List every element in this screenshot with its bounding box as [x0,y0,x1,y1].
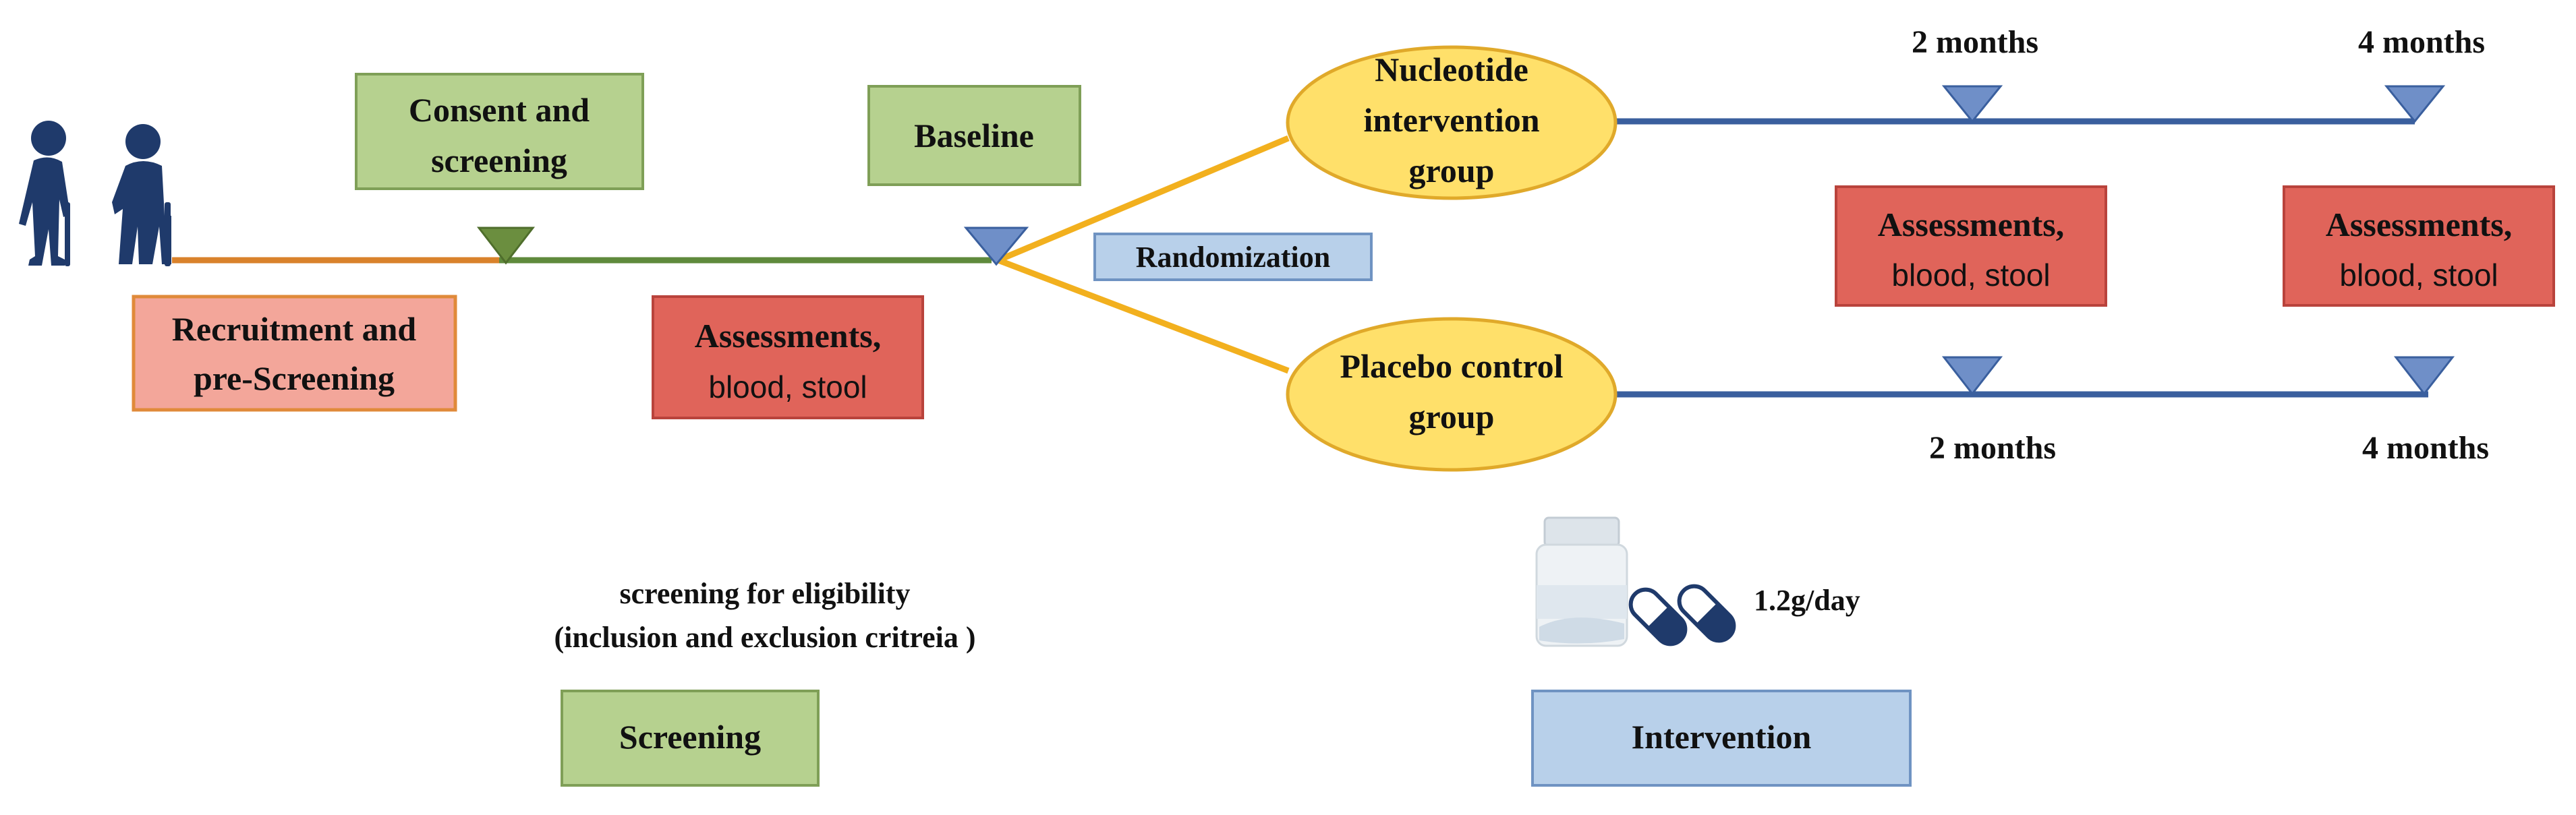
dose-label: 1.2g/day [1754,584,1860,617]
placebo-line1: Placebo control [1340,347,1564,385]
branch-to-nucleotide [997,135,1290,264]
intervention-phase-box: Intervention [1531,690,1912,787]
assessments-baseline-box: Assessments, blood, stool [652,295,924,419]
assessments-4m-line2: blood, stool [2339,258,2498,293]
baseline-box: Baseline [867,85,1081,186]
recruitment-line2: pre-Screening [194,359,395,397]
nucleotide-line3: group [1409,152,1495,189]
consent-line1: Consent and [409,91,590,129]
placebo-4m-marker [2393,356,2455,396]
randomization-label: Randomization [1136,241,1330,274]
consent-box: Consent and screening [355,73,644,190]
screening-phase-label: Screening [619,718,761,756]
baseline-marker [963,227,1029,266]
placebo-group-ellipse: Placebo control group [1286,317,1618,472]
assessments-2m-line2: blood, stool [1891,258,2050,293]
assessments-4m-box: Assessments, blood, stool [2283,185,2555,307]
supplement-bottle-icon [1535,516,1628,647]
branch-to-placebo [997,257,1290,374]
placebo-2m-label: 2 months [1929,430,2056,466]
randomization-box: Randomization [1093,233,1373,281]
nucleotide-line2: intervention [1363,101,1539,139]
assessments-2m-line1: Assessments, [1878,206,2064,243]
placebo-2m-marker [1941,356,2003,396]
nucleotide-2m-label: 2 months [1912,24,2038,60]
nucleotide-group-ellipse: Nucleotide intervention group [1286,45,1618,200]
recruitment-box: Recruitment and pre-Screening [132,295,457,412]
baseline-label: Baseline [914,117,1034,154]
assessments-baseline-line2: blood, stool [708,369,867,404]
recruitment-line1: Recruitment and [172,310,417,348]
placebo-4m-label: 4 months [2362,430,2489,466]
assessments-4m-line1: Assessments, [2326,206,2512,243]
nucleotide-line1: Nucleotide [1375,51,1528,88]
capsule-icon [1628,584,1736,646]
assessments-2m-box: Assessments, blood, stool [1835,185,2107,307]
screening-note-line2: (inclusion and exclusion critreia ) [554,621,976,654]
assessments-baseline-line1: Assessments, [695,317,881,355]
consent-line2: screening [431,142,567,179]
screening-note-line1: screening for eligibility [620,577,911,610]
intervention-phase-label: Intervention [1632,718,1812,756]
placebo-line2: group [1409,398,1495,435]
nucleotide-4m-marker [2384,85,2446,123]
screening-phase-box: Screening [561,690,820,787]
elderly-couple-icon [19,121,171,266]
consent-marker [476,227,536,265]
nucleotide-4m-label: 4 months [2358,24,2485,60]
nucleotide-2m-marker [1941,85,2003,123]
